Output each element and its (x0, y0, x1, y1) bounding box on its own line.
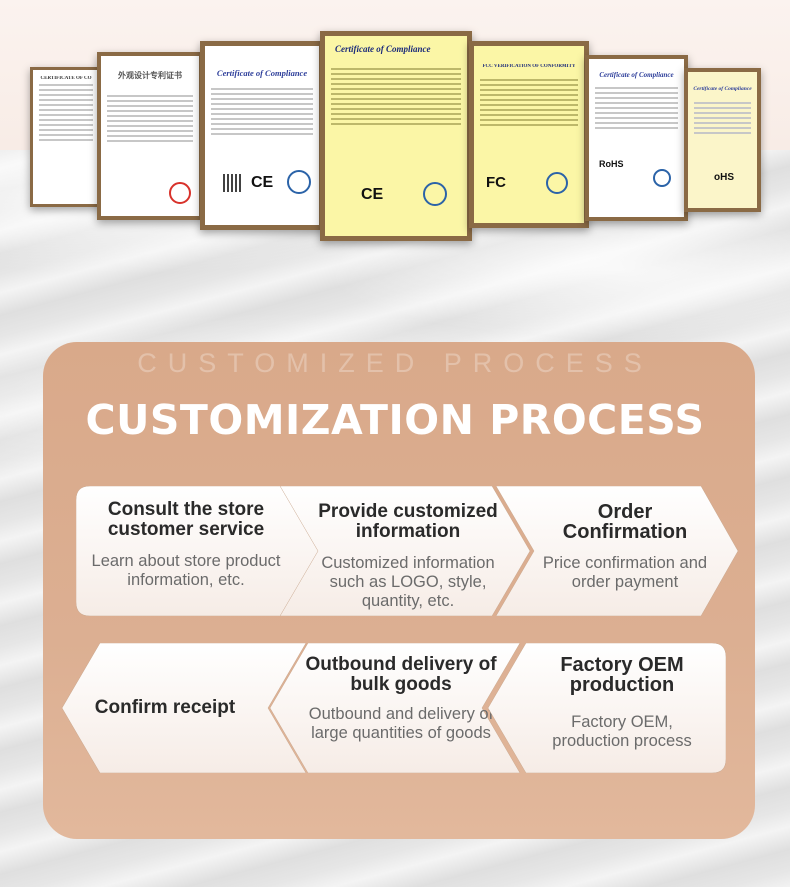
step-shape (280, 486, 531, 616)
certificate-2: 外观设计专利证书 (97, 52, 203, 220)
step-title: Factory OEM production (560, 654, 684, 696)
step-title: Confirm receipt (94, 697, 236, 718)
step-title: Provide customized information (318, 501, 498, 542)
certificate-title: Certificate of Compliance (599, 71, 674, 79)
step-description: Learn about store product information, e… (91, 552, 281, 589)
step-confirm-receipt: Confirm receipt (60, 643, 308, 773)
certificate-7: Certificate of Compliance oHS (684, 68, 761, 212)
step-factory-oem: Factory OEM production Factory OEM, prod… (486, 643, 726, 773)
step-outbound-delivery: Outbound delivery of bulk goods Outbound… (268, 643, 522, 773)
step-title: Order Confirmation (562, 501, 688, 543)
rohs-mark: RoHS (599, 159, 624, 169)
certificate-3: Certificate of Compliance CE (200, 41, 324, 230)
certificate-title: Certificate of Compliance (335, 44, 431, 54)
step-title: Outbound delivery of bulk goods (305, 654, 497, 695)
ce-mark: CE (251, 174, 274, 191)
step-shape (496, 486, 739, 616)
certificate-4: Certificate of Compliance CE (320, 31, 472, 241)
certificate-title: Certificate of Compliance (693, 86, 752, 92)
certificate-title: 外观设计专利证书 (118, 71, 182, 80)
step-description: Price confirmation and order payment (542, 554, 708, 591)
step-provide-info: Provide customized information Customize… (280, 486, 534, 616)
cert-seal (423, 182, 447, 206)
step-description: Outbound and delivery of large quantitie… (308, 705, 494, 742)
section-title: CUSTOMIZATION PROCESS (85, 396, 705, 444)
certificates-strip: CERTIFICATE OF CO 外观设计专利证书 Certificate o… (0, 0, 790, 250)
cert-seal (546, 172, 568, 194)
step-shape (61, 643, 307, 773)
certificate-title: Certificate of Compliance (216, 68, 308, 78)
cert-seal (287, 170, 311, 194)
ce-mark: CE (361, 186, 384, 203)
qr-code (223, 174, 241, 192)
certificate-6: Certificate of Compliance RoHS (585, 55, 688, 221)
step-description: Factory OEM, production process (552, 713, 692, 750)
step-order-confirmation: Order Confirmation Price confirmation an… (496, 486, 741, 616)
step-description: Customized information such as LOGO, sty… (321, 554, 495, 610)
step-shape (269, 643, 521, 773)
cert-seal (653, 169, 671, 187)
certificate-title: CERTIFICATE OF CO (40, 76, 92, 81)
fcc-mark: FC (486, 174, 506, 191)
step-consult-store-service: Consult the store customer service Learn… (76, 486, 330, 616)
certificate-title: FCC VERIFICATION OF CONFORMITY (482, 64, 576, 69)
step-title: Consult the store customer service (107, 499, 265, 540)
section-eyebrow: CUSTOMIZED PROCESS (137, 348, 653, 378)
red-seal (169, 182, 191, 204)
certificate-1: CERTIFICATE OF CO (30, 67, 102, 207)
rohs-mark: oHS (714, 172, 734, 183)
certificate-5: FCC VERIFICATION OF CONFORMITY FC (469, 41, 589, 228)
